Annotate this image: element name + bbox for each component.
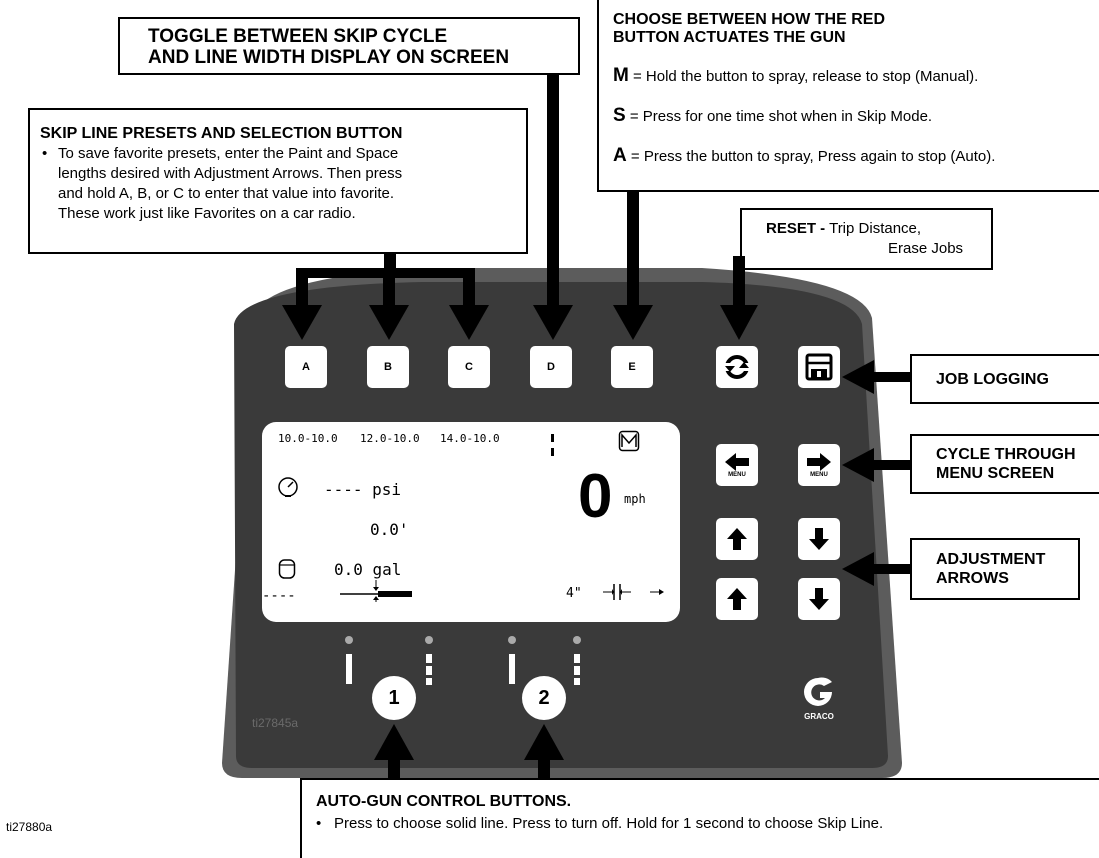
mode-a-key: A xyxy=(613,145,627,166)
skip-presets-bullet: • xyxy=(42,145,48,162)
adjustment-line2: ARROWS xyxy=(936,570,1009,587)
reset-label: RESET - xyxy=(766,220,826,237)
menu-left-button[interactable]: MENU xyxy=(716,444,758,486)
skip-presets-line3: and hold A, B, or C to enter that value … xyxy=(58,185,395,202)
tank-icon xyxy=(278,559,296,579)
mode-a-description: A = Press the button to spray, Press aga… xyxy=(613,146,995,167)
line-width-icon xyxy=(603,584,631,600)
reset-callout: RESET - Trip Distance, Erase Jobs xyxy=(740,208,993,270)
skip-presets-callout: SKIP LINE PRESETS AND SELECTION BUTTON •… xyxy=(28,108,528,254)
gun-mode-title-line1: CHOOSE BETWEEN HOW THE RED xyxy=(613,11,886,28)
adjust-up-button-2[interactable] xyxy=(716,578,758,620)
skip-presets-line4: These work just like Favorites on a car … xyxy=(58,205,356,222)
gun-mode-title-line2: BUTTON ACTUATES THE GUN xyxy=(613,29,846,46)
adjust-down-button-2[interactable] xyxy=(798,578,840,620)
reset-line1: RESET - Trip Distance, xyxy=(766,219,921,239)
auto-gun-text: Press to choose solid line. Press to tur… xyxy=(334,815,884,832)
toggle-callout-line1: TOGGLE BETWEEN SKIP CYCLE xyxy=(148,26,448,47)
job-logging-label: JOB LOGGING xyxy=(936,370,1049,388)
graco-brand: GRACO xyxy=(804,712,834,721)
up-arrow-icon xyxy=(727,588,747,610)
lcd-screen: 10.0-10.0 12.0-10.0 14.0-10.0 ---- psi 0… xyxy=(262,422,680,622)
lcd-distance: 0.0' xyxy=(370,520,409,539)
mode-button-e[interactable]: E xyxy=(611,346,653,388)
gun-1-label: 1 xyxy=(388,686,400,709)
reset-icon xyxy=(725,355,749,379)
gun-1-button[interactable]: 1 xyxy=(372,676,416,720)
lcd-preset-2: 12.0-10.0 xyxy=(360,432,420,445)
up-arrow-icon xyxy=(727,528,747,550)
cycle-menu-line2: MENU SCREEN xyxy=(936,465,1055,482)
skip-cycle-icon xyxy=(551,434,554,456)
callout-arrows xyxy=(282,75,912,780)
auto-gun-bullet: • xyxy=(316,815,322,832)
lcd-preset-3: 14.0-10.0 xyxy=(440,432,500,445)
skip-presets-title: SKIP LINE PRESETS AND SELECTION BUTTON xyxy=(40,125,403,142)
mode-m-text: = Hold the button to spray, release to s… xyxy=(628,68,979,85)
cycle-menu-callout: CYCLE THROUGH MENU SCREEN xyxy=(910,434,1099,494)
right-arrow-icon xyxy=(807,453,831,471)
toggle-callout: TOGGLE BETWEEN SKIP CYCLE AND LINE WIDTH… xyxy=(118,17,580,75)
adjust-down-button-1[interactable] xyxy=(798,518,840,560)
lcd-speed-unit: mph xyxy=(624,492,646,506)
job-logging-callout: JOB LOGGING xyxy=(910,354,1099,404)
lcd-speed: 0 xyxy=(578,462,613,531)
mode-s-text: = Press for one time shot when in Skip M… xyxy=(625,108,933,125)
job-logging-button[interactable] xyxy=(798,346,840,388)
mode-m-key: M xyxy=(613,65,629,86)
adjustment-line1: ADJUSTMENT xyxy=(936,551,1046,568)
toggle-callout-line2: AND LINE WIDTH DISPLAY ON SCREEN xyxy=(148,47,510,68)
gun-mode-callout: CHOOSE BETWEEN HOW THE RED BUTTON ACTUAT… xyxy=(597,0,1099,192)
toggle-button-d[interactable]: D xyxy=(530,346,572,388)
preset-button-c[interactable]: C xyxy=(448,346,490,388)
preset-button-a[interactable]: A xyxy=(285,346,327,388)
auto-gun-callout: AUTO-GUN CONTROL BUTTONS. • Press to cho… xyxy=(300,778,1099,858)
panel-ref-id: ti27845a xyxy=(252,716,299,730)
gun-indicators xyxy=(345,636,581,685)
preset-button-b[interactable]: B xyxy=(367,346,409,388)
skip-presets-line1: To save favorite presets, enter the Pain… xyxy=(58,145,399,162)
mode-m-description: M = Hold the button to spray, release to… xyxy=(613,66,978,87)
manual-mode-icon xyxy=(618,430,640,452)
menu-right-label: MENU xyxy=(810,472,828,478)
lcd-dashes: ---- xyxy=(262,588,296,604)
graco-logo-icon xyxy=(804,677,832,706)
down-arrow-icon xyxy=(809,528,829,550)
pressure-gauge-icon xyxy=(278,477,298,497)
skip-presets-line2: lengths desired with Adjustment Arrows. … xyxy=(58,165,403,182)
lcd-pressure: ---- psi xyxy=(324,480,402,499)
gun-2-button[interactable]: 2 xyxy=(522,676,566,720)
reset-desc2: Erase Jobs xyxy=(888,240,964,257)
cycle-menu-line1: CYCLE THROUGH xyxy=(936,446,1076,463)
line-status-icon xyxy=(340,580,412,602)
figure-ref-id: ti27880a xyxy=(6,820,53,834)
reset-desc1: Trip Distance, xyxy=(825,220,922,237)
auto-gun-title: AUTO-GUN CONTROL BUTTONS. xyxy=(316,793,572,810)
lcd-volume: 0.0 gal xyxy=(334,560,402,579)
adjust-up-button-1[interactable] xyxy=(716,518,758,560)
lcd-preset-1: 10.0-10.0 xyxy=(278,432,338,445)
adjustment-arrows-callout: ADJUSTMENT ARROWS xyxy=(910,538,1080,600)
mode-s-key: S xyxy=(613,105,626,126)
floppy-disk-icon xyxy=(805,353,833,381)
menu-right-button[interactable]: MENU xyxy=(798,444,840,486)
left-arrow-icon xyxy=(725,453,749,471)
reset-button[interactable] xyxy=(716,346,758,388)
down-arrow-icon xyxy=(809,588,829,610)
mode-a-text: = Press the button to spray, Press again… xyxy=(626,148,996,165)
lcd-line-width: 4" xyxy=(566,586,582,601)
mode-s-description: S = Press for one time shot when in Skip… xyxy=(613,106,932,127)
gun-2-label: 2 xyxy=(538,686,550,709)
menu-left-label: MENU xyxy=(728,472,746,478)
right-arrow-icon xyxy=(650,589,664,595)
